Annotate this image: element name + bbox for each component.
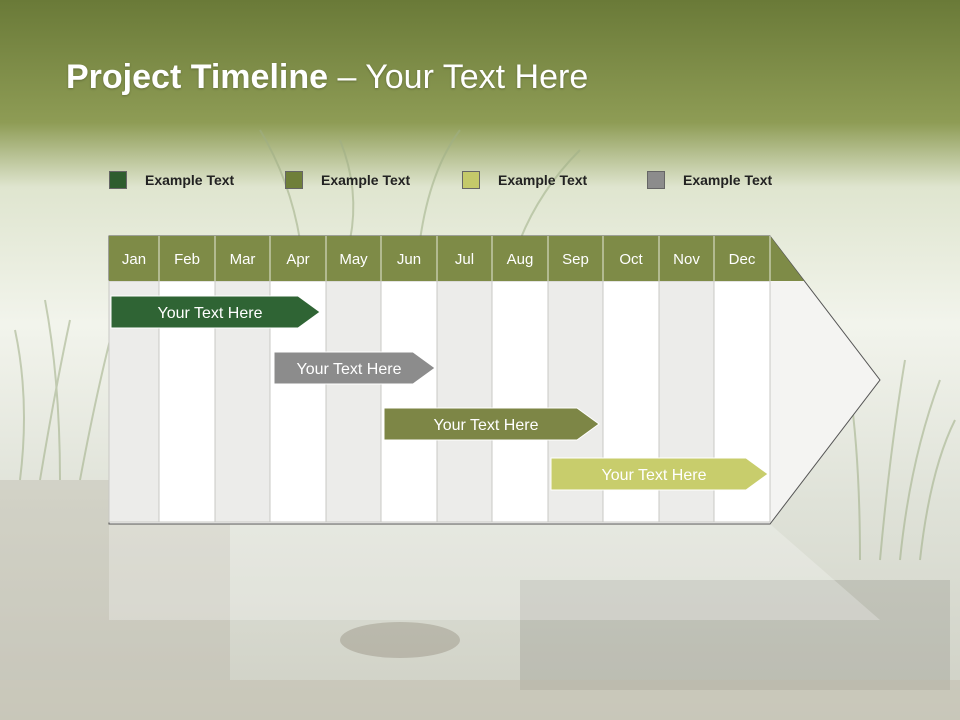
task-bar-2 (273, 351, 436, 385)
month-column-jun (380, 280, 438, 523)
task-bar-label-1: Your Text Here (158, 305, 263, 322)
legend-label-3: Example Text (498, 172, 588, 188)
month-label-may: May (339, 251, 368, 268)
month-label-aug: Aug (507, 251, 534, 268)
legend-swatch-3 (462, 171, 480, 189)
month-label-feb: Feb (174, 251, 200, 268)
timeline-reflection (109, 524, 880, 620)
legend-label-4: Example Text (683, 172, 773, 188)
legend-swatch-4 (647, 171, 665, 189)
task-bar-label-4: Your Text Here (602, 467, 707, 484)
month-column-jul (436, 280, 493, 523)
month-label-jan: Jan (122, 251, 146, 268)
month-column-aug (491, 280, 549, 523)
month-label-oct: Oct (619, 251, 643, 268)
month-label-jul: Jul (455, 251, 474, 268)
title-rest: – Your Text Here (328, 58, 589, 96)
month-label-jun: Jun (397, 251, 421, 268)
task-bar-label-2: Your Text Here (297, 361, 402, 378)
month-label-sep: Sep (562, 251, 589, 268)
task-bar-label-3: Your Text Here (434, 417, 539, 434)
month-label-dec: Dec (729, 251, 756, 268)
month-header-band (109, 236, 804, 281)
month-column-may (325, 280, 382, 523)
title-bold: Project Timeline (66, 58, 329, 96)
legend-swatch-2 (285, 171, 303, 189)
task-bar-3 (383, 407, 600, 441)
legend-swatch-1 (109, 171, 127, 189)
legend-label-2: Example Text (321, 172, 411, 188)
month-label-mar: Mar (230, 251, 256, 268)
page-title: Project Timeline – Your Text Here (66, 58, 588, 97)
month-label-apr: Apr (286, 251, 309, 268)
legend-label-1: Example Text (145, 172, 235, 188)
task-bar-4 (550, 457, 769, 491)
task-bar-1 (110, 295, 321, 329)
month-label-nov: Nov (673, 251, 700, 268)
month-header: Jan Feb Mar Apr May Jun Jul Aug Sep Oct Nov Dec (109, 236, 804, 281)
